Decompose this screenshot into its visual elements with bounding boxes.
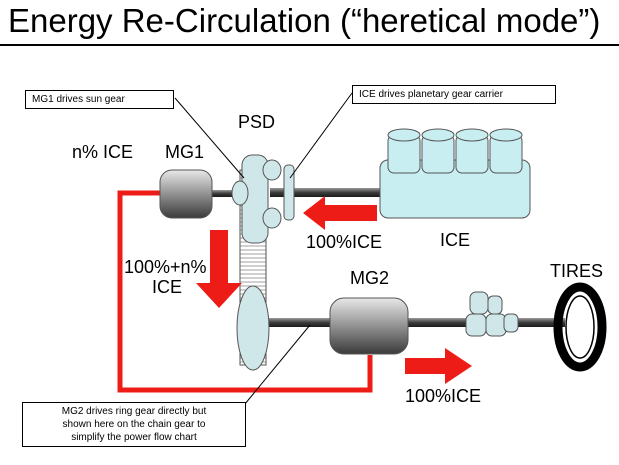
mg1-motor	[159, 169, 213, 219]
mg2-motor	[329, 297, 409, 355]
mg2-shaft	[265, 318, 565, 327]
flow-combined-label-line-2: ICE	[152, 277, 183, 297]
ice-flow-arrow-left	[303, 196, 377, 230]
mg2-callout-line-1: MG2 drives ring gear directly but	[61, 406, 207, 417]
chain-lower-sprocket	[236, 285, 270, 371]
psd-planet-top	[262, 159, 282, 181]
ice-callout-leader	[289, 92, 353, 179]
mg1-label: MG1	[165, 142, 205, 162]
mg2-callout-leader	[239, 324, 311, 411]
mg1-sun-gear-callout-text: MG1 drives sun gear	[32, 94, 125, 105]
mg2-ring-gear-callout: MG2 drives ring gear directly but shown …	[22, 402, 246, 447]
flow-combined-label-line-1: 100%+n%	[124, 257, 207, 277]
psd-sun-gear	[231, 180, 249, 206]
ice-engine-block	[379, 159, 531, 219]
mg1-sun-gear-callout: MG1 drives sun gear	[25, 90, 174, 109]
n-ice-label: n% ICE	[72, 142, 134, 162]
flow-ice-bottom-label: 100%ICE	[405, 386, 482, 406]
mg2-callout-line-2: shown here on the chain gear to	[62, 419, 206, 430]
ice-label: ICE	[440, 230, 471, 250]
recirculation-loop-line	[117, 190, 373, 393]
page-title: Energy Re-Circulation (“heretical mode”)	[8, 2, 601, 39]
psd-planet-bottom	[262, 207, 282, 229]
ice-flow-arrow-right	[405, 348, 472, 384]
ice-carrier-callout-text: ICE drives planetary gear carrier	[359, 89, 503, 100]
mg2-callout-line-3: simplify the power flow chart	[71, 432, 197, 443]
tires-label: TIRES	[550, 261, 604, 281]
mg1-shaft	[205, 190, 250, 197]
tire-inner	[565, 295, 595, 359]
combined-flow-arrow-down	[196, 230, 242, 308]
ice-cylinders	[387, 128, 523, 174]
ice-shaft	[270, 188, 385, 197]
tire	[553, 282, 607, 372]
psd-carrier	[283, 164, 295, 221]
ice-carrier-callout: ICE drives planetary gear carrier	[352, 85, 556, 104]
psd-label: PSD	[238, 112, 276, 132]
title-underline	[0, 44, 619, 46]
flow-ice-top-label: 100%ICE	[306, 232, 383, 252]
mg2-label: MG2	[350, 268, 390, 288]
reduction-gears	[465, 291, 519, 337]
mg1-callout-leader	[174, 97, 245, 179]
